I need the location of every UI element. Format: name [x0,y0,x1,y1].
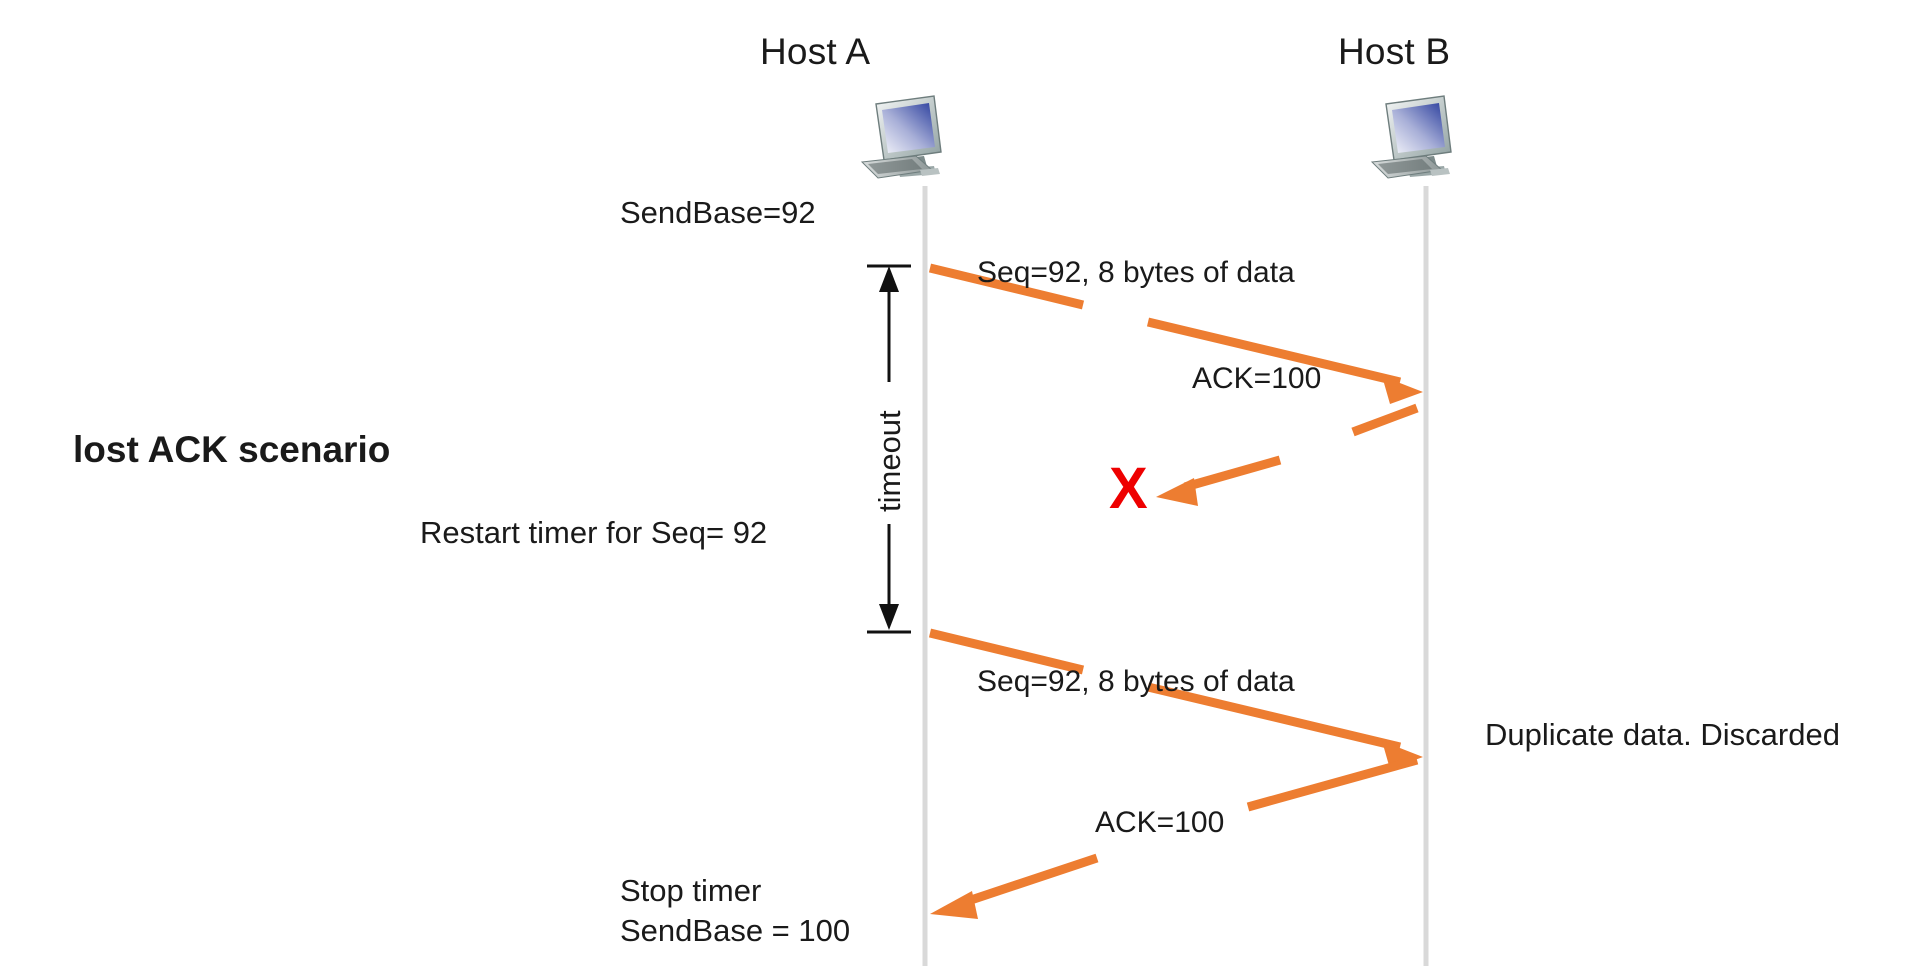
sender-event-sendbase-100: SendBase = 100 [620,913,851,948]
message-arrow-seq-92-retransmit [928,628,1423,769]
host-b-computer-icon [1370,95,1452,179]
message-arrow-ack-100-second [930,755,1419,919]
message-label-seq-92-first: Seq=92, 8 bytes of data [977,256,1295,289]
message-label-ack-100-lost: ACK=100 [1192,362,1322,395]
receiver-event-duplicate-discarded: Duplicate data. Discarded [1485,717,1840,752]
timeout-label: timeout [872,410,907,512]
message-label-ack-100-second: ACK=100 [1095,806,1225,839]
host-b-title: Host B [1338,31,1451,72]
scenario-title: lost ACK scenario [73,429,391,470]
message-label-seq-92-retransmit: Seq=92, 8 bytes of data [977,665,1295,698]
sender-event-sendbase-92: SendBase=92 [620,195,816,230]
sender-event-stop-timer: Stop timer [620,873,762,908]
host-a-computer-icon [860,95,942,179]
sender-event-restart-timer: Restart timer for Seq= 92 [420,515,768,550]
host-a-title: Host A [760,31,871,72]
message-arrow-ack-100-lost [1156,403,1419,506]
packet-loss-x-icon: X [1109,456,1148,521]
message-arrow-seq-92-first [928,263,1423,404]
timeout-bracket [867,264,911,634]
